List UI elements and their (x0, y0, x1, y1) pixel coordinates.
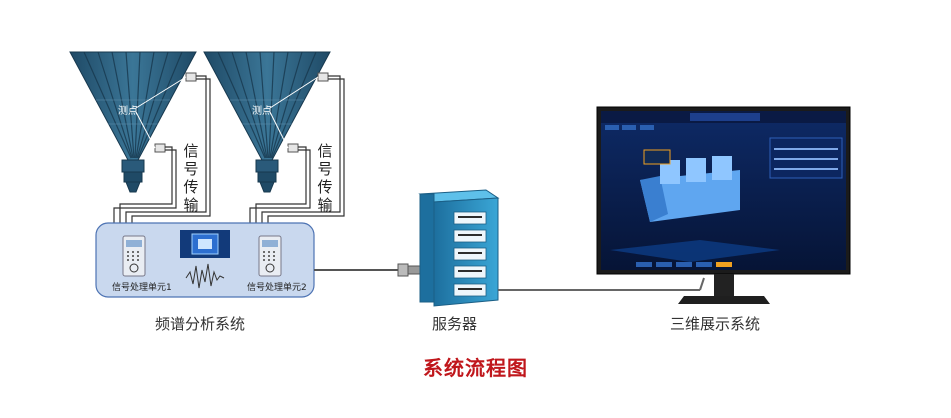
signal-transmission-label-1: 信号传输 (183, 142, 199, 214)
server-caption: 服务器 (432, 315, 478, 333)
diagram-title: 系统流程图 (423, 356, 528, 380)
network-cable-1 (314, 263, 430, 277)
server-icon (418, 189, 500, 307)
signal-unit-2-label: 信号处理单元2 (247, 283, 307, 293)
display-3d-caption: 三维展示系统 (670, 315, 761, 333)
measure-point-leaders (135, 76, 319, 149)
hopper-1 (69, 51, 197, 193)
signal-cables (113, 75, 345, 224)
spectrum-system-caption: 频谱分析系统 (155, 315, 246, 333)
measure-point-label-2: 测点 (252, 106, 272, 117)
signal-transmission-label-2: 信号传输 (317, 142, 333, 214)
hopper-2 (203, 51, 331, 193)
measure-point-label-1: 测点 (118, 106, 138, 117)
spectrum-analysis-panel (95, 222, 315, 298)
monitor-icon (596, 106, 851, 304)
network-cable-2 (498, 277, 705, 291)
signal-unit-1-label: 信号处理单元1 (112, 283, 172, 293)
